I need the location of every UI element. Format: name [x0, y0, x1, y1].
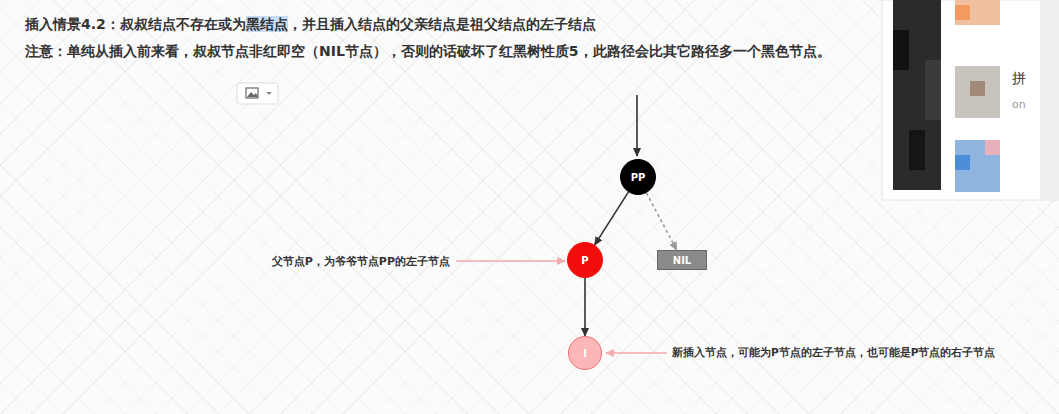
red-node: P: [567, 242, 603, 278]
new-node: I: [568, 336, 602, 370]
incoming-line: [636, 95, 638, 156]
node-text: NIL: [673, 255, 691, 266]
tree-edge: [646, 193, 676, 250]
tree-edge: [584, 278, 586, 336]
leader-line: [456, 260, 565, 262]
leader-line: [606, 352, 667, 354]
image-button: [237, 83, 278, 104]
panel-text: 拼: [1012, 70, 1026, 88]
note-text: 注意：单纯从插入前来看，叔叔节点非红即空（NIL节点），否则的话破坏了红黑树性质…: [25, 43, 831, 61]
callout-text: 父节点P，为爷爷节点PP的左子节点: [272, 254, 450, 269]
title: 插入情景4.2：叔叔结点不存在或为黑结点，并且插入结点的父亲结点是祖父结点的左子…: [25, 16, 596, 34]
node-text: P: [581, 255, 588, 266]
node-text: PP: [631, 172, 646, 183]
callout-text: 新插入节点，可能为P节点的左子节点，也可能是P节点的右子节点: [672, 346, 995, 360]
panel-text: on: [1012, 98, 1026, 111]
black-node: PP: [620, 159, 656, 195]
nil-box: NIL: [657, 250, 707, 270]
node-text: I: [583, 348, 587, 359]
blurred-panel: [882, 0, 1059, 200]
tree-edge: [595, 192, 629, 245]
